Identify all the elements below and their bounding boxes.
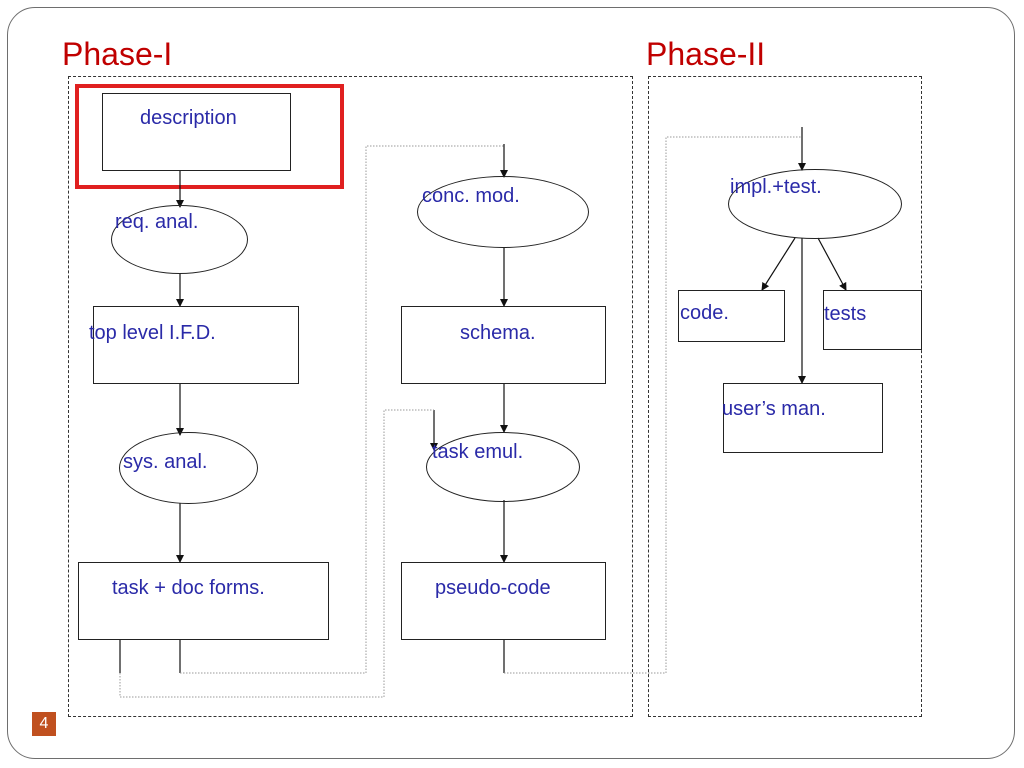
dotted-link-pseudo-to-impl (504, 136, 802, 674)
task-emul-label: task emul. (432, 441, 524, 463)
dotted-link-task-doc-to-task-emul (119, 409, 434, 698)
code-label: code. (680, 302, 729, 324)
impl-test-ellipse (728, 169, 902, 239)
phase-2-region (648, 76, 922, 717)
page-number-badge: 4 (32, 712, 56, 736)
slide-frame (7, 7, 1015, 759)
phase-2-title: Phase-II (646, 36, 766, 72)
schema-box (401, 306, 606, 384)
pseudo-code-box (401, 562, 606, 640)
req-anal-label: req. anal. (115, 211, 199, 233)
phase-1-region (68, 76, 633, 717)
top-level-ifd-box (93, 306, 299, 384)
task-emul-ellipse (426, 432, 580, 502)
conc-mod-ellipse (417, 176, 589, 248)
dotted-link-task-doc-to-conc-mod (180, 145, 504, 674)
description-box (102, 93, 291, 171)
arrow-impl-to-code (761, 237, 796, 291)
impl-test-label: impl.+test. (730, 176, 822, 198)
task-doc-forms-box (78, 562, 329, 640)
pseudo-code-label: pseudo-code (435, 577, 551, 599)
top-level-ifd-label: top level I.F.D. (89, 322, 216, 344)
users-man-label: user’s man. (722, 398, 826, 420)
tests-label: tests (824, 303, 867, 325)
arrow-impl-to-tests (817, 237, 847, 291)
code-box (678, 290, 785, 342)
tests-box (823, 290, 922, 350)
description-highlight (75, 84, 344, 189)
description-label: description (140, 107, 237, 129)
schema-label: schema. (460, 322, 536, 344)
users-man-box (723, 383, 883, 453)
conc-mod-label: conc. mod. (422, 185, 520, 207)
sys-anal-label: sys. anal. (123, 451, 208, 473)
phase-1-title: Phase-I (62, 36, 173, 72)
task-doc-forms-label: task + doc forms. (112, 577, 265, 599)
sys-anal-ellipse (119, 432, 258, 504)
req-anal-ellipse (111, 205, 248, 274)
